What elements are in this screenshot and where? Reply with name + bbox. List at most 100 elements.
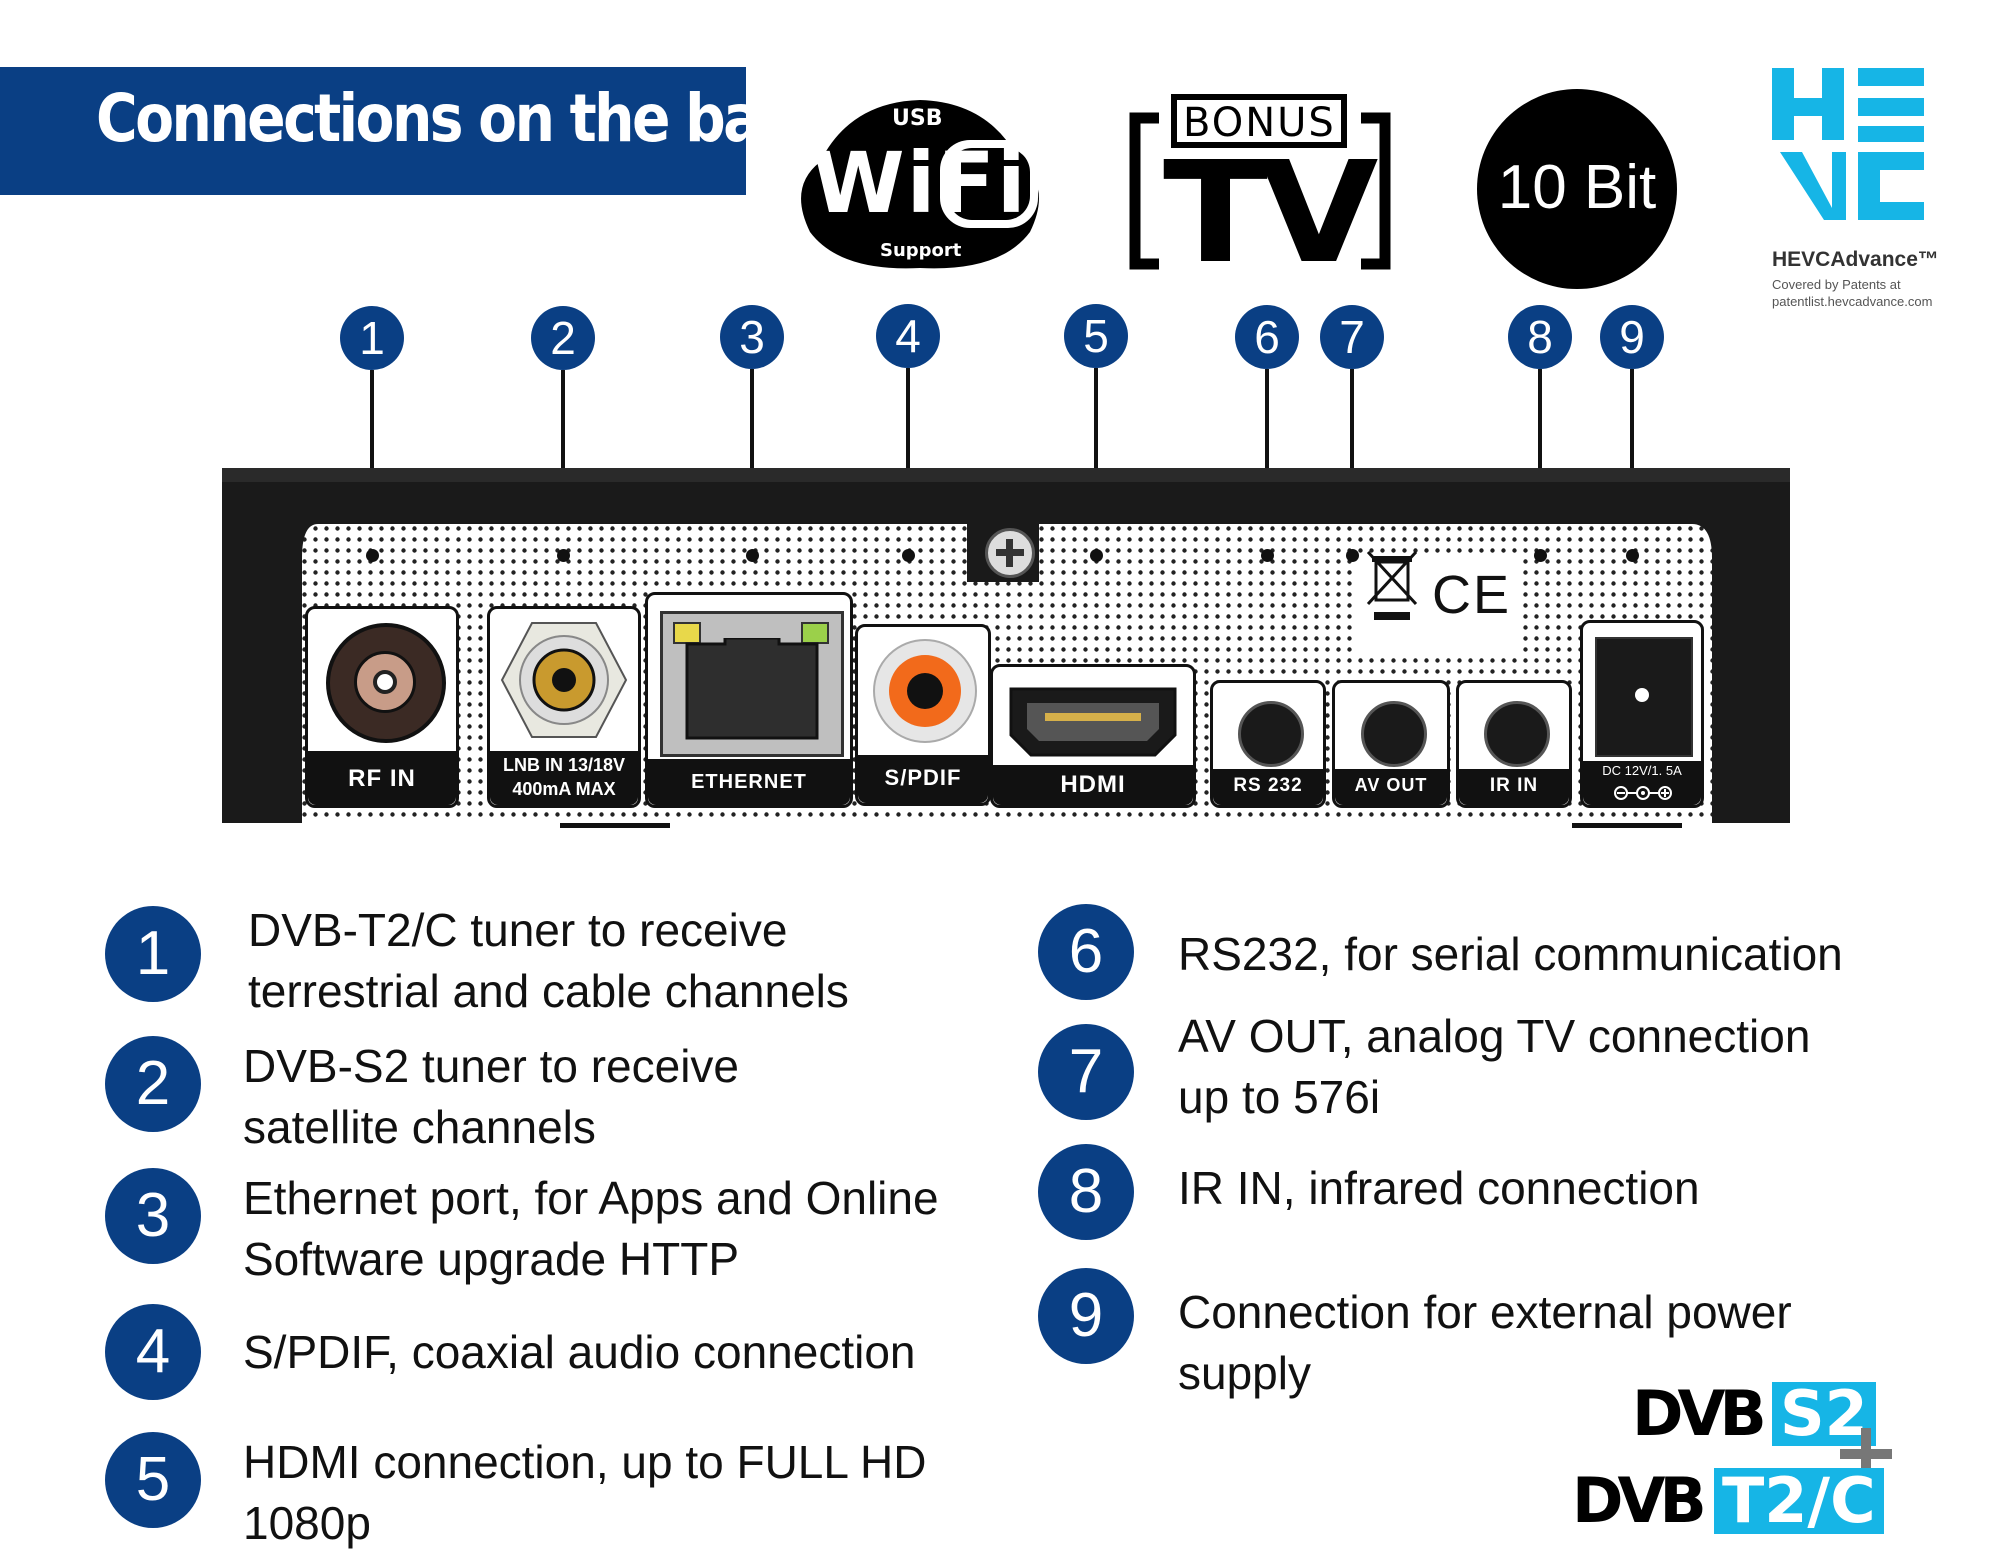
rs232-label: RS 232 [1233,775,1303,796]
legend-badge-3: 3 [105,1168,201,1264]
leader-dot-8 [1534,549,1547,562]
leader-dot-4 [902,549,915,562]
legend-badge-1: 1 [105,906,201,1002]
dc-power-port[interactable]: DC 12V/1. 5A [1580,620,1704,808]
legend-item-8: IR IN, infrared connection [1178,1158,1700,1219]
usb-wifi-logo: USB WiFi Support [790,92,1050,272]
leader-dot-6 [1261,549,1274,562]
leader-line-9 [1630,369,1634,553]
hevc-patent-line1: Covered by Patents at [1772,277,1901,292]
legend-item-9: Connection for external power supply [1178,1282,1792,1404]
ir-in-port[interactable]: IR IN [1456,680,1572,808]
rf-in-connector [326,623,446,743]
callout-6: 6 [1235,305,1299,369]
leader-dot-7 [1346,549,1359,562]
wifi-main-text: WiFi [812,134,1028,232]
tv-text: TV [1163,132,1378,295]
dvb-s2-prefix: DVB [1632,1377,1767,1450]
hdmi-label: HDMI [1060,771,1126,798]
leader-line-5 [1094,368,1098,553]
leader-dot-5 [1090,549,1103,562]
legend-badge-6: 6 [1038,904,1134,1000]
dvb-t2c-prefix: DVB [1572,1464,1707,1537]
legend-4-line-1: S/PDIF, coaxial audio connection [243,1326,916,1378]
spdif-connector [873,639,977,743]
av-out-label: AV OUT [1354,775,1428,795]
legend-6-line-1: RS232, for serial communication [1178,928,1843,980]
title-banner [0,67,746,195]
legend-item-4: S/PDIF, coaxial audio connection [243,1322,916,1383]
callout-1: 1 [340,306,404,370]
dvb-t2c-suffix: T2/C [1714,1468,1884,1534]
lnb-label-line2: 400mA MAX [512,779,616,799]
legend-9-line-1: Connection for external power [1178,1286,1792,1338]
leader-dot-3 [746,549,759,562]
legend-3-line-1: Ethernet port, for Apps and Online [243,1172,939,1224]
legend-badge-4: 4 [105,1304,201,1400]
leader-dot-1 [366,549,379,562]
leader-line-8 [1538,369,1542,553]
callout-8: 8 [1508,305,1572,369]
spdif-label: S/PDIF [884,765,962,790]
legend-9-line-2: supply [1178,1347,1311,1399]
legend-item-5: HDMI connection, up to FULL HD 1080p [243,1432,926,1554]
bonus-tv-logo: BONUS TV [1125,92,1395,295]
hevc-patent-line2: patentlist.hevcadvance.com [1772,294,1933,309]
av-out-port[interactable]: AV OUT [1332,680,1450,808]
rs232-port[interactable]: RS 232 [1210,680,1326,808]
ethernet-port[interactable]: ETHERNET [645,592,853,808]
legend-badge-7: 7 [1038,1024,1134,1120]
wifi-usb-text: USB [892,106,943,131]
legend-1-line-2: terrestrial and cable channels [248,965,849,1017]
leader-line-3 [750,369,754,553]
legend-5-line-2: 1080p [243,1497,371,1549]
wifi-support-text: Support [880,240,962,261]
callout-2: 2 [531,306,595,370]
legend-1-line-1: DVB-T2/C tuner to receive [248,904,788,956]
dc-label: DC 12V/1. 5A [1602,763,1682,778]
legend-badge-9: 9 [1038,1268,1134,1364]
page-title: Connections on the back [96,80,828,157]
dvb-plus-icon [1840,1428,1892,1480]
legend-item-1: DVB-T2/C tuner to receive terrestrial an… [248,900,849,1022]
legend-7-line-1: AV OUT, analog TV connection [1178,1010,1811,1062]
leader-line-7 [1350,369,1354,553]
leader-line-1 [370,370,374,553]
rj45-socket-icon [685,638,819,740]
wifi-logo-graphic [801,100,1039,269]
weee-bin-icon [1364,548,1420,624]
callout-4: 4 [876,304,940,368]
ir-in-jack [1484,701,1550,767]
lnb-in-port[interactable]: LNB IN 13/18V 400mA MAX [487,606,641,808]
av-out-jack [1361,701,1427,767]
leader-line-6 [1265,369,1269,553]
dc-jack [1595,637,1693,757]
legend-item-3: Ethernet port, for Apps and Online Softw… [243,1168,939,1290]
legend-7-line-2: up to 576i [1178,1071,1381,1123]
callout-9: 9 [1600,305,1664,369]
callout-3: 3 [720,305,784,369]
ten-bit-badge [1477,89,1677,289]
ce-mark: CE [1432,565,1512,625]
legend-5-line-1: HDMI connection, up to FULL HD [243,1436,927,1488]
ten-bit-text: 10 Bit [1497,153,1657,222]
dc-polarity-icon [1613,783,1673,803]
legend-badge-2: 2 [105,1036,201,1132]
bonus-tv-brackets [1129,94,1391,270]
legend-8-line-1: IR IN, infrared connection [1178,1162,1700,1214]
screw-icon [985,528,1035,578]
callout-7: 7 [1320,305,1384,369]
rf-in-label: RF IN [348,765,416,792]
ethernet-label: ETHERNET [691,771,807,793]
rf-in-port[interactable]: RF IN [305,606,459,808]
spdif-port[interactable]: S/PDIF [855,624,991,806]
rs232-jack [1238,701,1304,767]
hevc-brand-text: HEVCAdvance™ [1772,248,1939,271]
legend-item-6: RS232, for serial communication [1178,924,1843,985]
legend-2-line-2: satellite channels [243,1101,596,1153]
hdmi-port[interactable]: HDMI [990,664,1196,808]
leader-line-2 [561,370,565,553]
bonus-text: BONUS [1183,100,1336,146]
lnb-label-line1: LNB IN 13/18V [502,755,626,775]
leader-dot-2 [557,549,570,562]
